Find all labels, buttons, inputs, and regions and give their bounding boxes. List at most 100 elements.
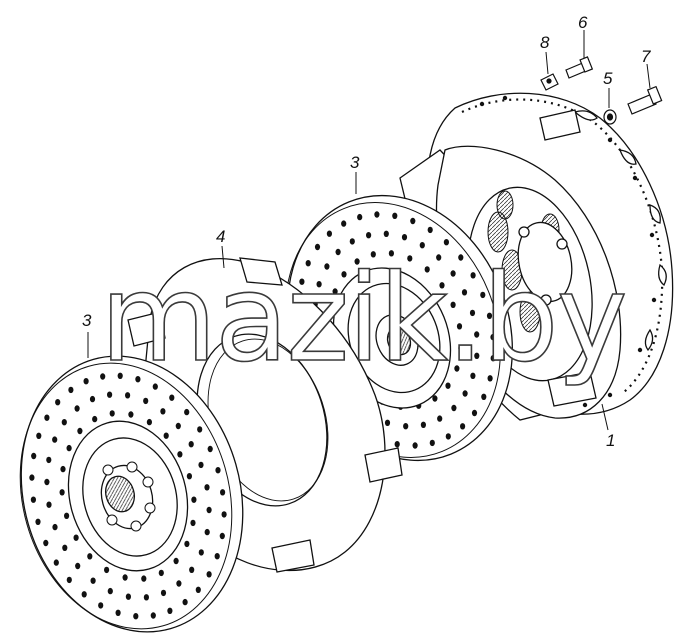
disc-perforation-hole <box>68 386 74 394</box>
disc-perforation-hole <box>87 553 93 560</box>
leader-lines <box>87 30 651 431</box>
disc-perforation-hole <box>61 419 67 426</box>
callout-part-6: 6 <box>578 13 588 32</box>
bolt-part-6 <box>565 56 594 79</box>
disc-perforation-hole <box>349 238 355 245</box>
disc-perforation-hole <box>221 511 227 518</box>
lock-plate-part-8 <box>540 73 559 91</box>
disc-perforation-hole <box>92 415 98 423</box>
callout-part-8: 8 <box>540 33 550 52</box>
callout-part-1: 1 <box>606 431 615 450</box>
disc-perforation-hole <box>175 422 181 430</box>
disc-perforation-hole <box>107 587 113 595</box>
disc-perforation-hole <box>150 612 156 619</box>
disc-perforation-hole <box>125 593 131 600</box>
disc-perforation-hole <box>98 602 104 609</box>
disc-perforation-hole <box>374 211 380 218</box>
disc-perforation-hole <box>401 234 408 241</box>
disc-perforation-hole <box>152 383 158 390</box>
disc-perforation-hole <box>328 308 334 316</box>
disc-perforation-hole <box>30 496 36 503</box>
disc-perforation-hole <box>52 523 58 531</box>
disc-perforation-hole <box>169 394 175 401</box>
disc-perforation-hole <box>354 258 360 265</box>
disc-perforation-hole <box>31 452 37 460</box>
disc-perforation-hole <box>480 291 486 299</box>
disc-perforation-hole <box>470 272 476 279</box>
disc-perforation-hole <box>427 226 433 234</box>
disc-perforation-hole <box>143 594 149 601</box>
disc-perforation-hole <box>100 373 106 380</box>
disc-perforation-hole <box>122 574 128 581</box>
disc-perforation-hole <box>432 395 438 402</box>
disc-perforation-hole <box>424 266 430 273</box>
disc-perforation-hole <box>117 372 123 379</box>
disc-perforation-hole <box>52 436 58 443</box>
disc-perforation-hole <box>486 312 493 319</box>
disc-perforation-hole <box>75 562 81 570</box>
disc-perforation-hole <box>141 575 147 582</box>
disc-perforation-hole <box>420 421 426 428</box>
disc-perforation-hole <box>35 518 41 525</box>
disc-perforation-hole <box>458 254 464 261</box>
disc-perforation-hole <box>326 230 332 237</box>
disc-perforation-hole <box>429 439 435 447</box>
callout-part-4: 4 <box>216 227 225 246</box>
callout-part-7: 7 <box>641 47 651 66</box>
disc-perforation-hole <box>450 301 456 308</box>
washer-part-5 <box>603 109 617 125</box>
disc-perforation-hole <box>198 549 204 556</box>
disc-perforation-hole <box>188 441 194 448</box>
disc-perforation-hole <box>206 506 212 514</box>
disc-perforation-hole <box>167 607 173 614</box>
disc-perforation-hole <box>29 474 35 481</box>
disc-perforation-hole <box>109 410 115 417</box>
disc-perforation-hole <box>407 255 413 262</box>
disc-perforation-hole <box>383 230 389 237</box>
disc-perforation-hole <box>454 365 460 372</box>
disc-perforation-hole <box>341 220 347 227</box>
disc-perforation-hole <box>90 577 96 584</box>
disc-perforation-hole <box>104 566 110 574</box>
disc-perforation-hole <box>133 613 139 620</box>
driven-disc-front <box>19 355 244 633</box>
disc-perforation-hole <box>215 467 221 474</box>
disc-perforation-hole <box>316 281 322 288</box>
disc-perforation-hole <box>190 519 196 527</box>
disc-perforation-hole <box>128 411 134 418</box>
disc-perforation-hole <box>324 263 330 270</box>
disc-perforation-hole <box>66 444 72 452</box>
disc-perforation-hole <box>81 591 87 598</box>
disc-perforation-hole <box>107 391 113 398</box>
disc-perforation-hole <box>357 213 363 221</box>
disc-perforation-hole <box>55 399 61 406</box>
disc-perforation-hole <box>314 243 321 251</box>
disc-perforation-hole <box>341 271 347 278</box>
disc-perforation-hole <box>195 586 201 593</box>
disc-perforation-hole <box>73 534 79 541</box>
disc-perforation-hole <box>83 378 89 385</box>
disc-perforation-hole <box>74 405 80 412</box>
disc-perforation-hole <box>461 289 468 296</box>
callout-labels: 1 3 3 4 5 6 7 8 <box>82 13 651 450</box>
disc-perforation-hole <box>436 254 442 261</box>
disc-perforation-hole <box>299 278 305 285</box>
disc-perforation-hole <box>44 478 50 486</box>
disc-perforation-hole <box>481 393 487 400</box>
disc-perforation-hole <box>143 397 149 405</box>
disc-perforation-hole <box>62 544 68 551</box>
disc-perforation-hole <box>214 553 220 560</box>
disc-perforation-hole <box>403 423 409 430</box>
disc-perforation-hole <box>89 395 96 403</box>
disc-perforation-hole <box>412 442 418 449</box>
disc-perforation-hole <box>332 288 338 295</box>
disc-perforation-hole <box>64 512 70 519</box>
disc-perforation-hole <box>197 426 203 433</box>
cover-rivets <box>479 95 657 408</box>
disc-perforation-hole <box>59 489 65 496</box>
disc-perforation-hole <box>410 217 416 225</box>
disc-perforation-hole <box>219 532 225 540</box>
disc-perforation-hole <box>469 309 476 317</box>
